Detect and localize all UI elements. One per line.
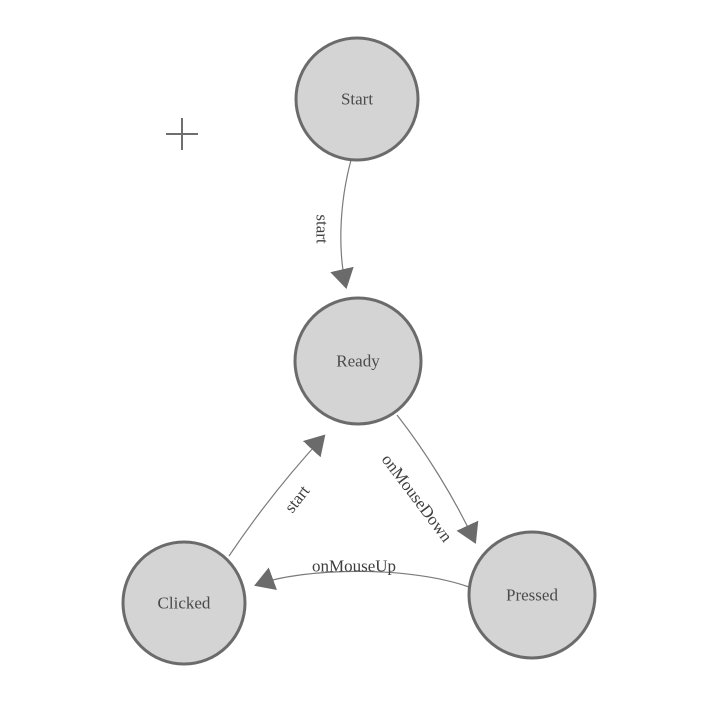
node-circle[interactable] [294,36,420,162]
node-label: Pressed [506,586,558,605]
node-label: Clicked [158,594,211,613]
plus-crosshair-icon [166,118,198,150]
edge-start-to-ready[interactable]: start [313,159,354,289]
edge-label: onMouseUp [312,557,396,576]
node-circle[interactable] [121,540,247,666]
edge-label: start [281,481,314,516]
edge-line[interactable] [254,567,470,591]
edge-line[interactable] [396,414,479,544]
node-circle[interactable] [467,530,597,660]
edge-label: onMouseDown [378,450,457,546]
edge-line[interactable] [330,159,354,289]
node-label: Start [341,90,373,109]
edge-clicked-to-ready[interactable]: start [228,434,326,557]
node-label: Ready [336,352,380,371]
edge-pressed-to-clicked[interactable]: onMouseUp [254,557,470,591]
edge-label: start [313,214,332,244]
state-node-start[interactable]: Start [294,36,420,162]
edge-line[interactable] [228,434,326,557]
state-node-ready[interactable]: Ready [293,296,423,426]
edge-ready-to-pressed[interactable]: onMouseDown [378,414,479,546]
state-node-pressed[interactable]: Pressed [467,530,597,660]
state-node-clicked[interactable]: Clicked [121,540,247,666]
node-circle[interactable] [293,296,423,426]
